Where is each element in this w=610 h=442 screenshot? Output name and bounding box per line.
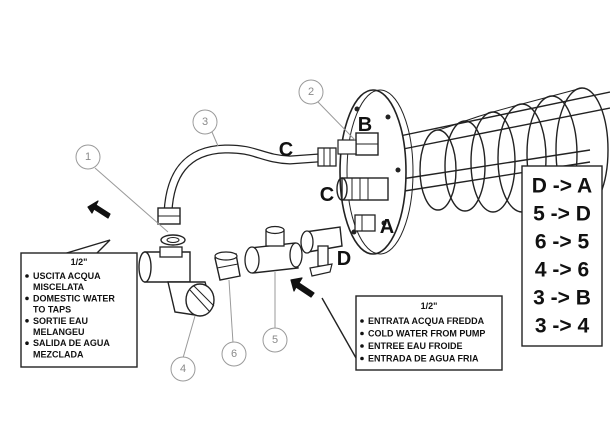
outlet-note-line: MISCELATA: [33, 282, 85, 292]
socket-c-lower: [336, 177, 389, 201]
inlet-note-line: ENTRADA DE AGUA FRIA: [368, 354, 479, 364]
flange-plate: [339, 89, 414, 255]
svg-text:4: 4: [180, 363, 186, 375]
label-c-lower: C: [320, 184, 334, 206]
mapping-entry: 6 -> 5: [535, 231, 590, 254]
inlet-note-box: 1/2" ENTRATA ACQUA FREDDA COLD WATER FROM…: [321, 295, 503, 371]
outlet-note-line: SORTIE EAU: [33, 316, 88, 326]
outlet-note-line: MEZCLADA: [33, 349, 84, 359]
washer-1: [160, 234, 186, 246]
inlet-valve-d: [300, 226, 343, 277]
outlet-note-line: MELANGEU: [33, 327, 85, 337]
bullet-icon: [360, 319, 364, 323]
bullet-icon: [360, 344, 364, 348]
callout-2: 2: [298, 79, 356, 141]
flexible-hose: [157, 144, 337, 225]
label-c-upper: C: [279, 139, 293, 161]
inlet-note-line: ENTREE EAU FROIDE: [368, 341, 463, 351]
callout-3: 3: [192, 109, 219, 147]
outlet-note-line: USCITA ACQUA: [33, 271, 101, 281]
callout-5: 5: [262, 272, 288, 353]
outlet-arrow-icon: [87, 200, 111, 219]
outlet-note-line: SALIDA DE AGUA: [33, 338, 110, 348]
bullet-icon: [25, 341, 29, 346]
mapping-entry: D -> A: [532, 175, 592, 198]
socket-b: [337, 132, 379, 156]
socket-a: [354, 214, 376, 232]
svg-text:5: 5: [272, 334, 278, 346]
bullet-icon: [25, 319, 29, 323]
label-a: A: [380, 216, 394, 238]
outlet-note-title: 1/2": [71, 257, 88, 267]
bullet-icon: [360, 356, 364, 361]
inlet-arrow-icon: [290, 277, 315, 298]
outlet-note-line: DOMESTIC WATER: [33, 293, 115, 303]
svg-text:3: 3: [202, 116, 208, 128]
label-d: D: [337, 248, 351, 270]
bullet-icon: [25, 296, 29, 301]
mixing-valve: [138, 246, 215, 317]
inlet-note-line: ENTRATA ACQUA FREDDA: [368, 316, 485, 326]
inlet-note-title: 1/2": [421, 301, 438, 311]
inlet-note-line: COLD WATER FROM PUMP: [368, 329, 485, 339]
mapping-entry: 3 -> 4: [535, 315, 590, 338]
mapping-entry: 4 -> 6: [535, 259, 589, 282]
svg-text:6: 6: [231, 348, 237, 360]
tee-fitting-5: [244, 225, 303, 274]
svg-text:2: 2: [308, 86, 314, 98]
label-b: B: [358, 114, 372, 136]
bullet-icon: [25, 274, 29, 278]
callout-1: 1: [75, 144, 169, 233]
outlet-note-line: TO TAPS: [33, 305, 71, 315]
nipple-6: [214, 251, 241, 281]
mapping-entry: 5 -> D: [533, 203, 591, 226]
bullet-icon: [360, 331, 364, 336]
callout-4: 4: [170, 315, 196, 382]
heating-coil: [394, 87, 610, 213]
mapping-entry: 3 -> B: [533, 287, 591, 310]
svg-text:1: 1: [85, 151, 91, 163]
mapping-box: D -> A 5 -> D 6 -> 5 4 -> 6 3 -> B 3 -> 4: [521, 165, 603, 347]
callout-6: 6: [221, 279, 247, 367]
